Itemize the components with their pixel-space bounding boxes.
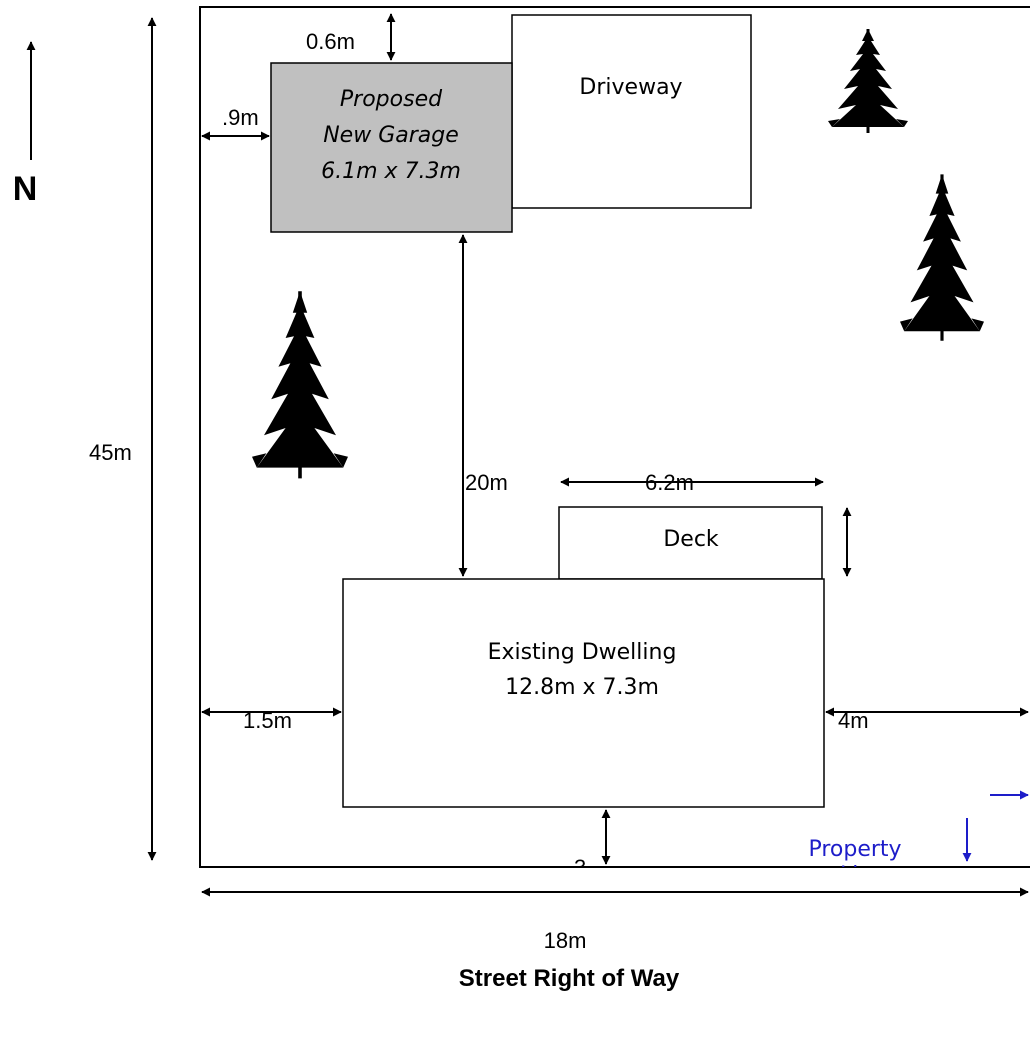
dwelling-label-line1: Existing Dwelling: [488, 640, 677, 665]
garage-north-setback-label: 0.6m: [306, 29, 355, 54]
lot-boundary: [199, 6, 1030, 868]
property-line-label-cut: Li: [840, 863, 858, 888]
tree-icon-northeast-1: [826, 27, 910, 135]
dwelling-east-setback-label: 4m: [838, 708, 869, 733]
street-label: Street Right of Way: [459, 965, 680, 992]
driveway: [511, 14, 752, 209]
dwelling-south-setback-label: 3: [574, 855, 586, 880]
garage-to-dwelling-label: 20m: [465, 470, 508, 495]
tree-icon-west: [252, 291, 348, 478]
dwelling-west-setback-label: 1.5m: [243, 708, 292, 733]
garage-west-setback-label: .9m: [222, 105, 259, 130]
property-line-label: Property: [808, 837, 901, 862]
lot-depth-label: 45m: [89, 440, 132, 465]
existing-dwelling: [342, 578, 825, 808]
deck: [558, 506, 823, 580]
north-label: N: [13, 170, 38, 208]
dwelling-label-line2: 12.8m x 7.3m: [505, 675, 659, 700]
dwelling-south-setback-clip: 3: [574, 855, 586, 880]
proposed-garage: [270, 62, 513, 233]
garage-label-line3: 6.1m x 7.3m: [321, 159, 461, 184]
driveway-label: Driveway: [579, 75, 682, 100]
tree-icon-northeast-2: [900, 174, 984, 340]
lot-width-label: 18m: [544, 928, 587, 953]
garage-label-line1: Proposed: [340, 87, 443, 112]
property-line-cut-clip: Li: [840, 863, 858, 888]
garage-label-line2: New Garage: [323, 123, 459, 148]
deck-width-label: 6.2m: [645, 470, 694, 495]
deck-label: Deck: [663, 527, 719, 552]
